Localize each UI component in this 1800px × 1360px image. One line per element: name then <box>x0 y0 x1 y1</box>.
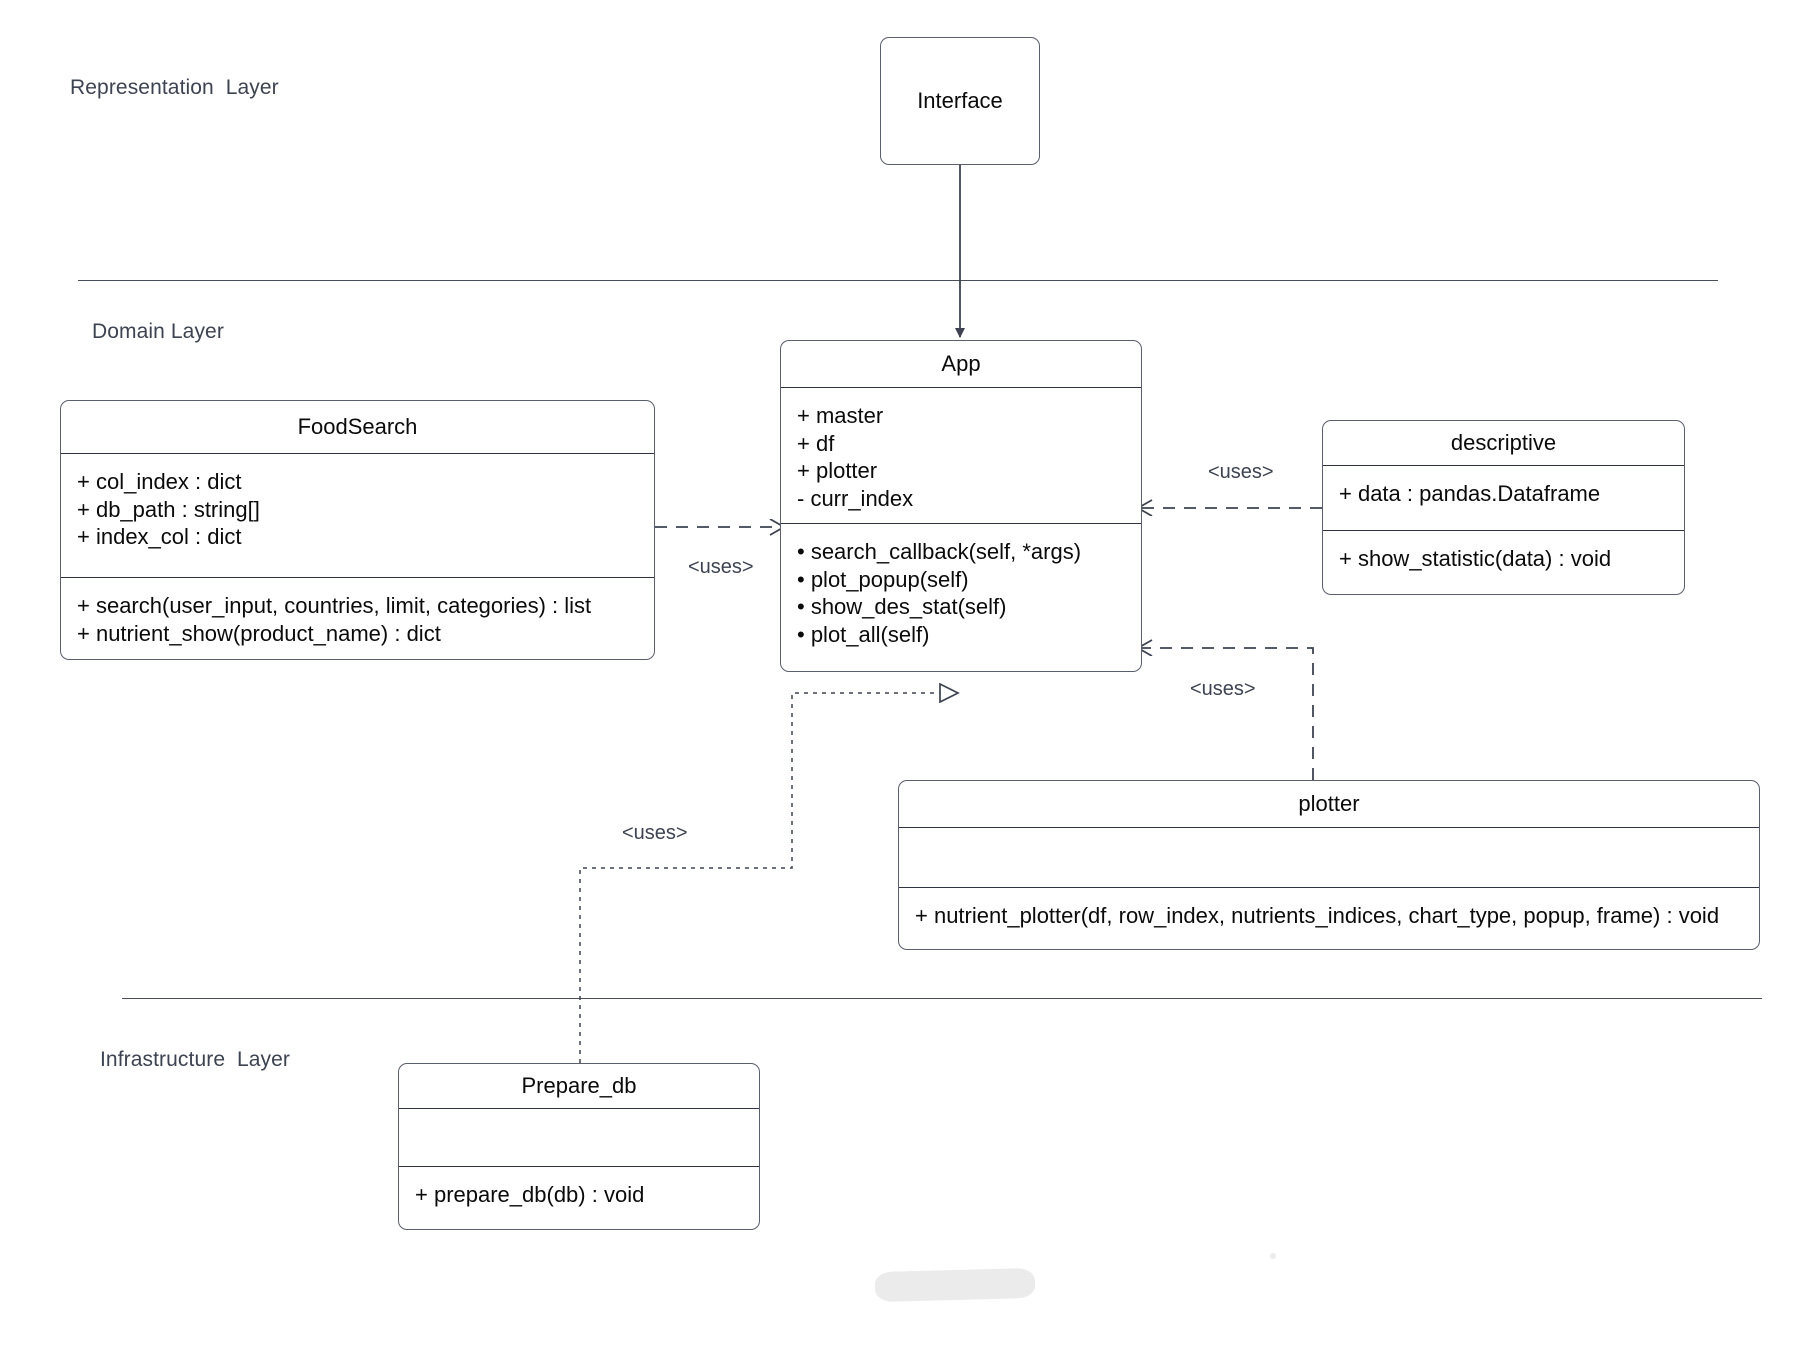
class-methods-prepare-db: + prepare_db(db) : void <box>399 1166 759 1229</box>
class-title-prepare-db: Prepare_db <box>521 1073 637 1098</box>
class-method: + nutrient_plotter(df, row_index, nutrie… <box>915 903 1720 928</box>
class-attributes-descriptive: + data : pandas.Dataframe <box>1323 465 1684 530</box>
class-box-interface[interactable]: Interface <box>880 37 1040 165</box>
class-attribute: - curr_index <box>797 485 914 511</box>
watermark-smudge <box>874 1267 1036 1303</box>
class-methods-plotter: + nutrient_plotter(df, row_index, nutrie… <box>899 887 1759 949</box>
class-method: • plot_popup(self) <box>797 566 969 592</box>
class-method: + prepare_db(db) : void <box>415 1182 645 1207</box>
class-box-foodsearch[interactable]: FoodSearch + col_index : dict + db_path … <box>60 400 655 660</box>
class-methods-foodsearch: + search(user_input, countries, limit, c… <box>61 577 654 659</box>
class-method: • search_callback(self, *args) <box>797 539 1082 564</box>
class-box-app[interactable]: App + master + df + plotter - curr_index… <box>780 340 1142 672</box>
class-methods-app: • search_callback(self, *args) • plot_po… <box>781 523 1141 671</box>
relationship-label-plotter-app: <uses> <box>1190 678 1256 700</box>
class-attributes-app: + master + df + plotter - curr_index <box>781 387 1141 523</box>
class-attribute: + df <box>797 430 835 456</box>
class-title-interface: Interface <box>917 88 1003 113</box>
class-attribute: + plotter <box>797 458 878 484</box>
class-attribute: + index_col : dict <box>77 524 242 550</box>
relationship-label-foodsearch-app: <uses> <box>688 556 754 578</box>
watermark-dot <box>1270 1253 1276 1259</box>
relationship-label-preparedb-app: <uses> <box>622 822 688 844</box>
layer-label-domain: Domain Layer <box>92 320 224 343</box>
class-attributes-foodsearch: + col_index : dict + db_path : string[] … <box>61 453 654 577</box>
layer-divider-representation-domain <box>78 280 1718 281</box>
class-attribute: + db_path : string[] <box>77 496 260 522</box>
class-methods-descriptive: + show_statistic(data) : void <box>1323 530 1684 594</box>
relationship-label-descriptive-app: <uses> <box>1208 461 1274 483</box>
class-title-plotter: plotter <box>1298 791 1360 816</box>
class-box-prepare-db[interactable]: Prepare_db + prepare_db(db) : void <box>398 1063 760 1230</box>
class-box-descriptive[interactable]: descriptive + data : pandas.Dataframe + … <box>1322 420 1685 595</box>
class-attribute: + data : pandas.Dataframe <box>1339 481 1601 506</box>
class-attribute: + master <box>797 403 884 428</box>
class-attributes-plotter <box>899 827 1759 887</box>
class-title-descriptive: descriptive <box>1450 430 1557 455</box>
class-method: + nutrient_show(product_name) : dict <box>77 620 441 646</box>
layer-divider-domain-infrastructure <box>122 998 1762 999</box>
layer-label-infrastructure: Infrastructure Layer <box>100 1048 291 1071</box>
class-attributes-prepare-db <box>399 1108 759 1166</box>
class-method: + search(user_input, countries, limit, c… <box>77 593 592 618</box>
class-method: • plot_all(self) <box>797 621 930 647</box>
class-title-foodsearch: FoodSearch <box>297 414 418 439</box>
class-box-plotter[interactable]: plotter + nutrient_plotter(df, row_index… <box>898 780 1760 950</box>
class-attribute: + col_index : dict <box>77 469 242 494</box>
class-title-app: App <box>941 351 981 376</box>
class-method: • show_des_stat(self) <box>797 594 1007 620</box>
layer-label-representation: Representation Layer <box>70 76 279 99</box>
class-method: + show_statistic(data) : void <box>1339 546 1612 571</box>
